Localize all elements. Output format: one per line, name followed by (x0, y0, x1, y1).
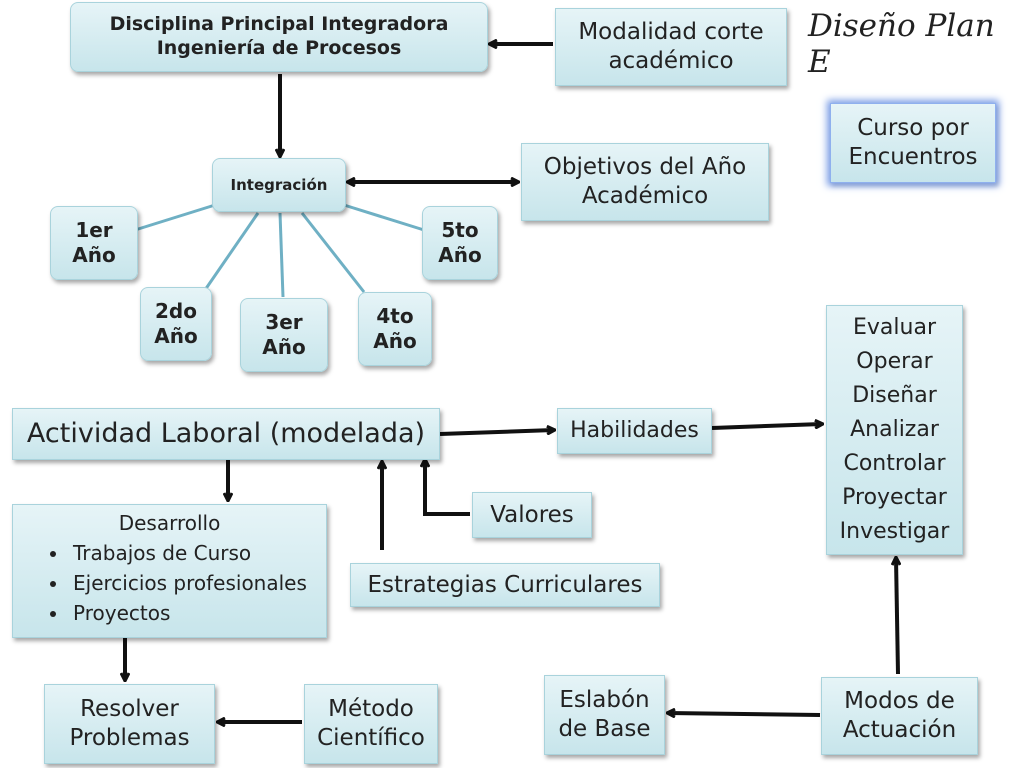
year-1-node: 1er Año (50, 206, 138, 280)
accion-operar: Operar (856, 348, 933, 374)
desarrollo-list: Trabajos de Curso Ejercicios profesional… (21, 538, 318, 628)
arrow-habilidades-to-acciones (711, 424, 822, 430)
metodo-label: Método Científico (317, 696, 425, 751)
modalidad-label: Modalidad corte académico (578, 19, 764, 74)
integracion-node: Integración (212, 158, 346, 212)
year-2-node: 2do Año (140, 287, 212, 361)
accion-analizar: Analizar (850, 416, 939, 442)
diagram-title: Diseño Plan E (808, 8, 995, 80)
eslabon-label: Eslabón de Base (558, 687, 651, 742)
year-2-label: 2do Año (154, 299, 198, 348)
estrategias-label: Estrategias Curriculares (367, 571, 643, 598)
desarrollo-item-proyectos: Proyectos (69, 598, 318, 628)
year-3-node: 3er Año (240, 298, 328, 372)
modos-node: Modos de Actuación (821, 677, 978, 755)
spoke-4to (300, 212, 366, 293)
integracion-label: Integración (230, 175, 328, 194)
eslabon-node: Eslabón de Base (544, 675, 665, 755)
arrow-actividad-to-habilidades (439, 430, 554, 436)
accion-investigar: Investigar (839, 519, 950, 545)
accion-controlar: Controlar (843, 451, 946, 477)
metodo-node: Método Científico (304, 684, 438, 764)
valores-label: Valores (490, 501, 574, 528)
year-5-label: 5to Año (438, 218, 482, 267)
objetivos-label: Objetivos del Año Académico (543, 154, 747, 209)
main-discipline-label: Disciplina Principal Integradora Ingenie… (109, 13, 449, 59)
desarrollo-item-ejercicios: Ejercicios profesionales (69, 568, 318, 598)
curso-node: Curso por Encuentros (830, 103, 996, 183)
resolver-label: Resolver Problemas (69, 696, 190, 751)
modalidad-node: Modalidad corte académico (555, 8, 787, 86)
habilidades-node: Habilidades (557, 408, 712, 454)
accion-proyectar: Proyectar (842, 485, 947, 511)
arrow-modos-to-acciones (896, 558, 898, 675)
spoke-3er (278, 212, 285, 298)
modos-label: Modos de Actuación (842, 688, 957, 743)
arrow-modos-to-eslabon (668, 713, 821, 715)
habilidades-label: Habilidades (570, 418, 699, 444)
valores-node: Valores (472, 492, 592, 538)
year-5-node: 5to Año (422, 206, 498, 280)
arrow-valores-to-actividad (425, 460, 470, 516)
actividad-node: Actividad Laboral (modelada) (12, 408, 440, 460)
actividad-label: Actividad Laboral (modelada) (26, 418, 426, 450)
accion-evaluar: Evaluar (853, 314, 936, 340)
spoke-5to (343, 203, 425, 232)
desarrollo-item-trabajos: Trabajos de Curso (69, 538, 318, 568)
spoke-2do (203, 212, 260, 291)
curso-label: Curso por Encuentros (848, 115, 978, 170)
desarrollo-node: Desarrollo Trabajos de Curso Ejercicios … (12, 504, 327, 638)
spoke-1er (134, 203, 216, 232)
desarrollo-title: Desarrollo (118, 511, 221, 535)
accion-disenar: Diseñar (852, 382, 937, 408)
estrategias-node: Estrategias Curriculares (350, 563, 660, 607)
resolver-node: Resolver Problemas (44, 684, 215, 764)
objetivos-node: Objetivos del Año Académico (521, 143, 769, 221)
year-4-node: 4to Año (358, 292, 432, 366)
main-discipline-node: Disciplina Principal Integradora Ingenie… (70, 2, 488, 72)
year-4-label: 4to Año (373, 304, 417, 353)
year-3-label: 3er Año (262, 310, 306, 359)
acciones-node: Evaluar Operar Diseñar Analizar Controla… (826, 305, 963, 555)
year-1-label: 1er Año (72, 218, 116, 267)
